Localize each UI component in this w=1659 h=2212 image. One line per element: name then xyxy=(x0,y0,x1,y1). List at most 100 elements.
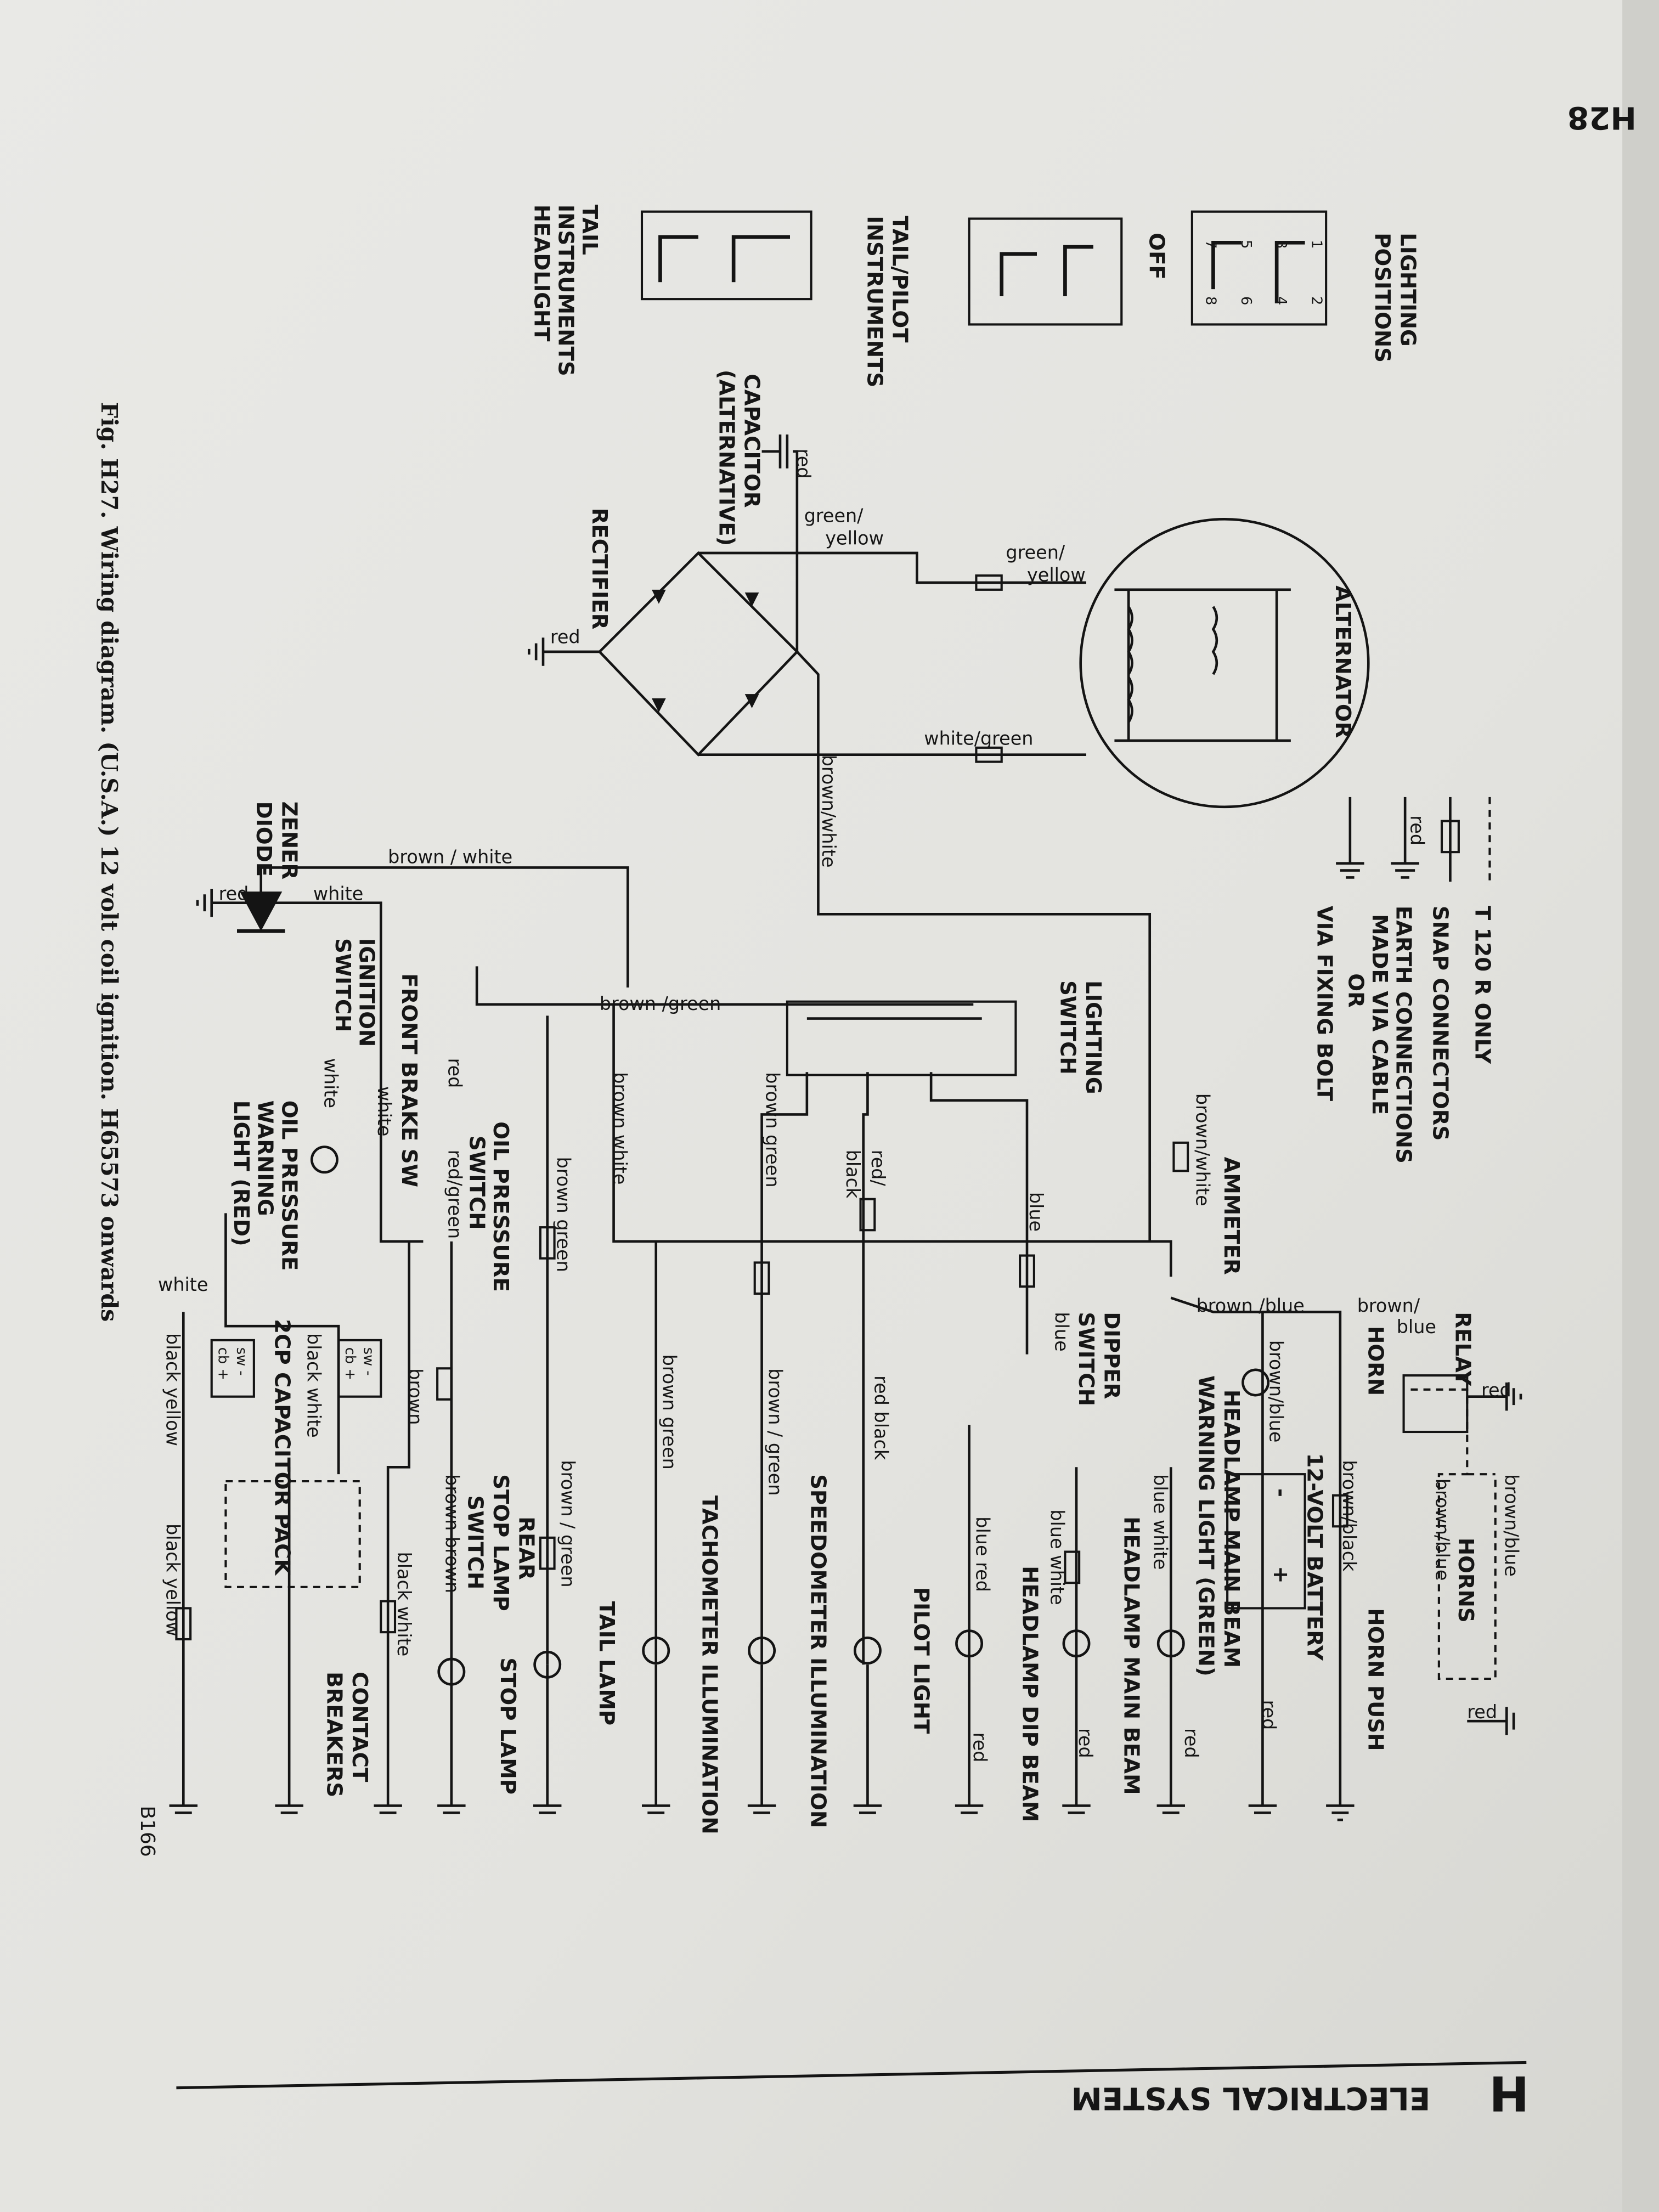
oil-warning-label-2: WARNING xyxy=(253,1101,278,1216)
stop-lamp-label: STOP LAMP xyxy=(495,1657,520,1795)
wire-label: red xyxy=(793,449,814,479)
horn-label: HORN xyxy=(1363,1326,1387,1396)
rectifier-bridge xyxy=(597,551,799,757)
wire-label: red xyxy=(1258,1700,1279,1730)
coil-terminal-sw: sw - xyxy=(360,1347,376,1376)
wire-label: brown / white xyxy=(388,847,512,868)
wire-label: red/ xyxy=(867,1150,889,1187)
wire-label: brown green xyxy=(761,1072,783,1187)
wire-label: brown green xyxy=(659,1355,680,1470)
ignition-switch-label-1: IGNITION xyxy=(354,938,379,1047)
coil-terminal-cb: cb + xyxy=(342,1347,358,1380)
oil-warning-label-1: OIL PRESSURE xyxy=(276,1101,301,1271)
switch-diagram-tail-headlight xyxy=(640,210,812,301)
wire-label: blue white xyxy=(1047,1509,1068,1605)
terminal-number: 6 xyxy=(1238,296,1254,305)
switch-diagram-tail-pilot xyxy=(968,217,1123,326)
page-number: H28 xyxy=(1567,99,1637,136)
coil-terminal-sw: sw - xyxy=(233,1347,250,1376)
positions-title-2: POSITIONS xyxy=(1370,233,1395,363)
wire-label: yellow xyxy=(1027,564,1086,585)
position-headlight-label-3: HEADLIGHT xyxy=(529,205,554,342)
legend-earth-3: OR xyxy=(1343,973,1368,1007)
wire-label: red xyxy=(1181,1728,1202,1758)
terminal-numbers: 1 2 3 4 5 6 7 8 xyxy=(1203,240,1325,305)
wire-label: black xyxy=(842,1150,864,1199)
terminal-number: 2 xyxy=(1308,296,1324,305)
wire-label: brown/ xyxy=(1357,1295,1420,1316)
warning-light-label-1: HEADLAMP MAIN BEAM xyxy=(1219,1390,1244,1668)
ignition-switch-label-2: SWITCH xyxy=(330,938,355,1032)
wire-label: red xyxy=(969,1733,990,1763)
tail-lamp-label: TAIL LAMP xyxy=(594,1601,619,1726)
wire-label: blue xyxy=(1397,1316,1436,1338)
wire-label: white xyxy=(320,1058,341,1108)
zener-label-2: DIODE xyxy=(251,802,276,877)
wire-label: black yellow xyxy=(162,1333,183,1446)
wire-label: brown/blue xyxy=(1265,1340,1286,1443)
battery-minus: - xyxy=(1268,1488,1293,1497)
tachometer-label: TACHOMETER ILLUMINATION xyxy=(697,1496,722,1835)
pilot-light-label: PILOT LIGHT xyxy=(909,1587,933,1734)
dip-beam-label: HEADLAMP DIP BEAM xyxy=(1017,1566,1042,1822)
terminal-number: 1 xyxy=(1308,240,1324,249)
wire-label: brown/blue xyxy=(1501,1474,1522,1577)
header-rule xyxy=(176,2061,1527,2090)
oil-switch-label-2: SWITCH xyxy=(464,1136,489,1230)
main-beam-label: HEADLAMP MAIN BEAM xyxy=(1119,1516,1143,1795)
section-title: ELECTRICAL SYSTEM xyxy=(1071,2080,1430,2117)
position-tail-pilot-label-2: INSTRUMENTS xyxy=(862,216,887,387)
wire-label: red black xyxy=(870,1375,891,1460)
rear-switch-label-2: STOP LAMP xyxy=(488,1474,513,1611)
wire-label: white xyxy=(374,1086,395,1136)
rear-switch-label-3: SWITCH xyxy=(463,1496,488,1590)
lighting-switch-box xyxy=(786,1000,1017,1076)
battery-plus: + xyxy=(1268,1566,1293,1583)
alternator-label: ALTERNATOR xyxy=(1330,585,1355,738)
wire-label: brown / green xyxy=(764,1368,786,1496)
wire-label: green/ xyxy=(1006,541,1065,563)
battery-label: 12-VOLT BATTERY xyxy=(1302,1453,1327,1661)
speedometer-label: SPEEDOMETER ILLUMINATION xyxy=(806,1474,831,1828)
wire-label: white xyxy=(158,1274,208,1295)
position-headlight-label-2: INSTRUMENTS xyxy=(553,205,578,376)
legend-snap: SNAP CONNECTORS xyxy=(1428,906,1453,1141)
ammeter-label: AMMETER xyxy=(1219,1157,1244,1275)
wire-label: brown / green xyxy=(557,1460,578,1587)
horn-push-label: HORN PUSH xyxy=(1363,1608,1387,1751)
warning-light-label-2: WARNING LIGHT (GREEN) xyxy=(1194,1375,1218,1676)
wire-label: blue red xyxy=(972,1516,993,1592)
wire-label: brown white xyxy=(610,1072,631,1184)
contact-breakers-label-2: BREAKERS xyxy=(322,1672,347,1797)
contact-breakers-label-1: CONTACT xyxy=(347,1672,372,1782)
wire-label: brown xyxy=(405,1368,426,1425)
wire-label: white/green xyxy=(924,728,1033,749)
rear-switch-label-1: REAR xyxy=(514,1516,538,1580)
relay-label: RELAY xyxy=(1451,1312,1475,1386)
wire-label: brown brown xyxy=(442,1474,463,1593)
wire-label: black white xyxy=(303,1333,325,1438)
lighting-switch-label-2: SWITCH xyxy=(1056,980,1080,1075)
legend-earth-4: VIA FIXING BOLT xyxy=(1312,906,1337,1102)
wire-label: brown/black xyxy=(1339,1460,1360,1572)
wire-label: red/green xyxy=(444,1150,466,1239)
wire-label: red xyxy=(550,627,580,648)
lighting-positions: LIGHTING POSITIONS OFF TAIL/PILOT INSTRU… xyxy=(529,205,1420,387)
terminal-number: 8 xyxy=(1203,296,1219,305)
section-letter: H xyxy=(1489,2065,1529,2121)
battery-box xyxy=(1226,1473,1306,1610)
legend-earth-1: EARTH CONNECTIONS xyxy=(1391,906,1416,1164)
wire-label: brown/white xyxy=(818,755,839,868)
dipper-switch-label-1: DIPPER xyxy=(1099,1312,1124,1399)
wire-label: brown/blue xyxy=(1432,1479,1453,1581)
wire-label: brown /green xyxy=(600,993,721,1014)
front-brake-switch-label: FRONT BRAKE SW xyxy=(397,973,421,1187)
wire-label: red xyxy=(1075,1728,1096,1758)
legend: red T 120 R ONLY SNAP CONNECTORS EARTH C… xyxy=(1312,797,1495,1164)
figure-caption: Fig. H27. Wiring diagram. (U.S.A.) 12 vo… xyxy=(96,402,123,1322)
capacitor-label-1: CAPACITOR xyxy=(740,374,764,507)
rectifier-label: RECTIFIER xyxy=(587,508,612,630)
positions-title-1: LIGHTING xyxy=(1395,233,1420,346)
